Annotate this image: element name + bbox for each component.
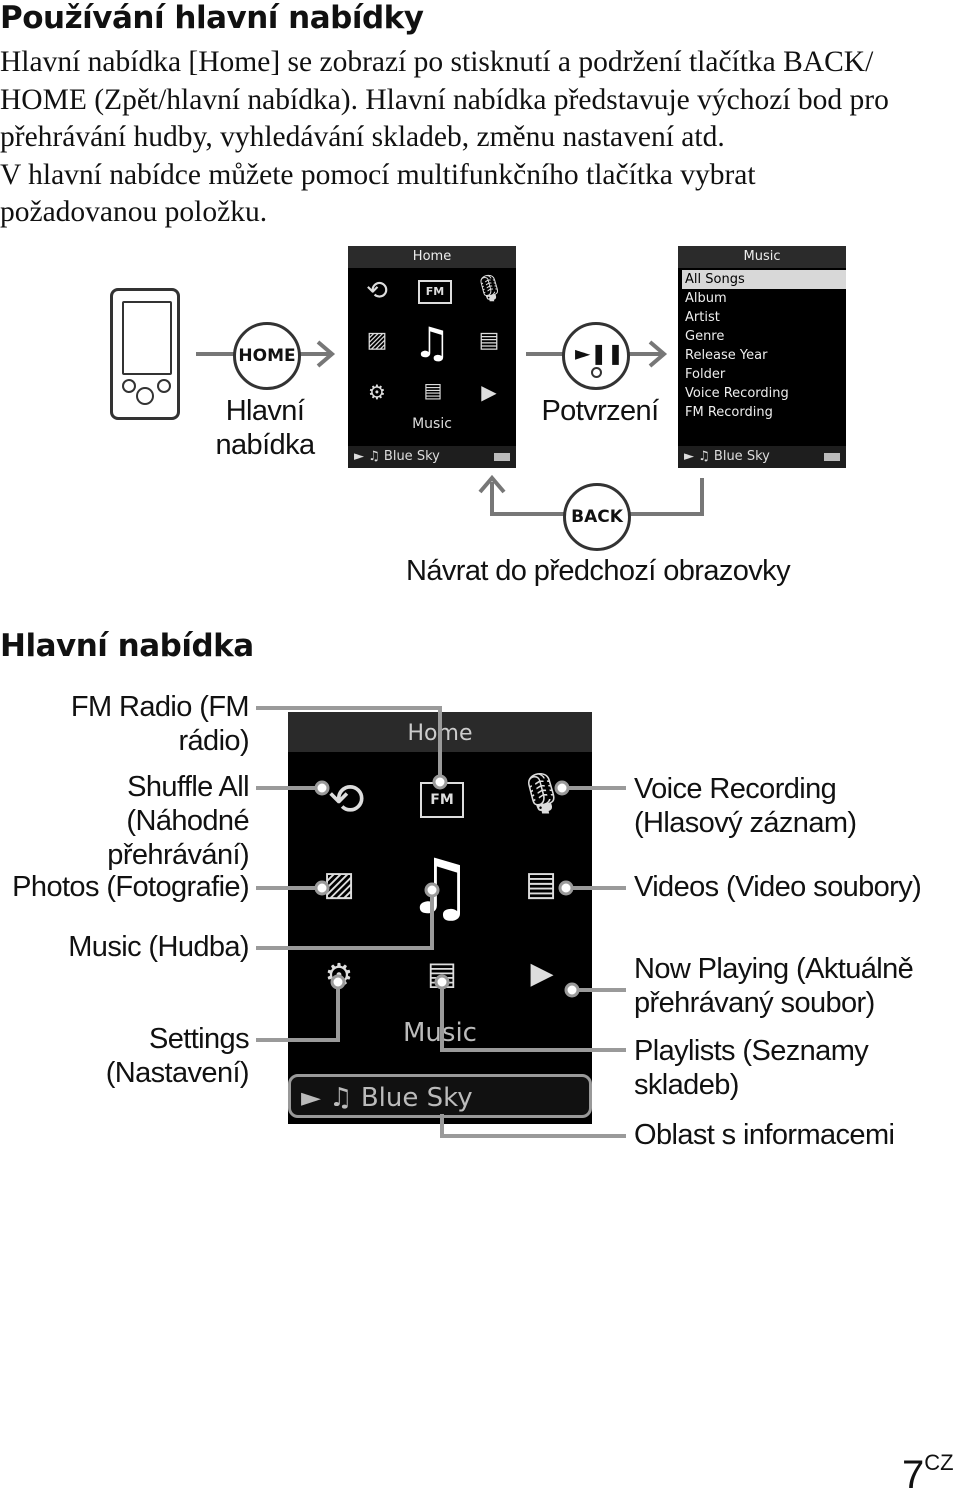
home-screen-title: Home — [348, 246, 516, 268]
label-music: Music (Hudba) — [68, 931, 249, 963]
label-line: přehrávaný soubor) — [634, 987, 875, 1019]
menu-item: Folder — [685, 367, 726, 382]
intro-line: požadovanou položku. — [0, 196, 268, 228]
callout-lines — [256, 706, 626, 1138]
home-screen-center-label: Music — [412, 416, 452, 432]
label-fm-radio: FM Radio (FM rádio) — [70, 691, 250, 757]
label-line: Voice Recording — [634, 773, 837, 805]
music-note-icon: ♫ — [413, 318, 451, 367]
page-number-digit: 7 — [902, 1453, 925, 1497]
back-caption: Návrat do předchozí obrazovky — [406, 555, 791, 587]
intro-line: HOME (Zpět/hlavní nabídka). Hlavní nabíd… — [0, 83, 889, 116]
footer-track: ► ♫ Blue Sky — [354, 449, 440, 464]
music-note-icon: ♫ — [405, 842, 475, 931]
label-info-area: Oblast s informacemi — [634, 1119, 895, 1151]
fm-radio-icon: FM — [418, 280, 452, 304]
menu-item: Artist — [685, 310, 720, 325]
intro-paragraph: Hlavní nabídka [Home] se zobrazí po stis… — [0, 44, 960, 232]
label-line: Now Playing (Aktuálně — [634, 953, 914, 985]
shuffle-icon: ⟲ — [366, 276, 388, 306]
intro-line: přehrávání hudby, vyhledávání skladeb, z… — [0, 121, 725, 153]
menu-item: Genre — [685, 329, 725, 344]
label-photos: Photos (Fotografie) — [12, 871, 249, 903]
label-shuffle: Shuffle All (Náhodné přehrávání) — [0, 770, 249, 872]
back-button-icon: BACK — [563, 483, 631, 551]
home-screen-large: Home ⟲ FM 🎙 ▨ ♫ ▤ ⚙ ▤ ▶ Music ► ♫ Blue S… — [288, 712, 592, 1124]
intro-line: V hlavní nabídce můžete pomocí multifunk… — [0, 158, 756, 191]
menu-item: Voice Recording — [685, 386, 789, 401]
label-line: (Hlasový záznam) — [634, 807, 857, 839]
battery-icon — [494, 453, 510, 461]
label-line: přehrávání) — [107, 839, 249, 871]
intro-line: Hlavní nabídka [Home] se zobrazí po stis… — [0, 46, 874, 78]
photo-icon: ▨ — [366, 328, 388, 353]
footer-track: ► ♫ Blue Sky — [301, 1083, 473, 1113]
player-device-icon — [110, 288, 180, 420]
section-heading: Hlavní nabídka — [0, 628, 254, 664]
label-videos: Videos (Video soubory) — [634, 871, 922, 903]
music-screen-footer: ► ♫ Blue Sky — [678, 446, 846, 468]
battery-icon — [824, 453, 840, 461]
music-screen-thumbnail: Music All Songs Album Artist Genre Relea… — [678, 246, 846, 468]
home-button-icon: HOME — [233, 322, 301, 390]
footer-track: ► ♫ Blue Sky — [684, 449, 770, 464]
video-icon: ▤ — [524, 864, 558, 904]
page-number-suffix: CZ — [924, 1450, 954, 1475]
label-playlists: Playlists (Seznamy skladeb) — [634, 1035, 869, 1101]
playlist-icon: ▤ — [423, 378, 443, 402]
page-heading: Používání hlavní nabídky — [0, 0, 424, 36]
label-voice-recording: Voice Recording (Hlasový záznam) — [634, 772, 954, 840]
now-playing-icon: ▶ — [530, 956, 554, 991]
home-screen-large-center-label: Music — [403, 1018, 477, 1048]
menu-item: FM Recording — [685, 405, 773, 420]
page-number: 7CZ — [902, 1450, 954, 1498]
shuffle-icon: ⟲ — [327, 774, 365, 825]
video-icon: ▤ — [478, 328, 500, 353]
label-line: Shuffle All (Náhodné — [126, 771, 249, 837]
menu-item: Release Year — [685, 348, 768, 363]
microphone-icon: 🎙 — [472, 274, 506, 304]
confirm-button-icon: ►❚❚ — [562, 322, 630, 390]
home-caption-line: nabídka — [215, 429, 316, 461]
label-settings: Settings (Nastavení) — [105, 1023, 250, 1089]
home-caption-line: Hlavní — [225, 395, 305, 427]
home-caption: Hlavní nabídka — [210, 394, 320, 462]
settings-icon: ⚙ — [368, 380, 386, 404]
home-screen-thumbnail: Home ⟲ FM 🎙 ▨ ♫ ▤ ⚙ ▤ ▶ Music ► ♫ Blue S… — [348, 246, 516, 468]
home-screen-footer: ► ♫ Blue Sky — [348, 446, 516, 468]
label-now-playing: Now Playing (Aktuálně přehrávaný soubor) — [634, 952, 954, 1020]
menu-item: Album — [685, 291, 727, 306]
menu-item: All Songs — [682, 270, 846, 289]
now-playing-icon: ▶ — [481, 380, 497, 404]
confirm-caption: Potvrzení — [541, 395, 659, 427]
play-pause-icon: ►❚❚ — [575, 341, 624, 365]
music-screen-title: Music — [678, 246, 846, 268]
